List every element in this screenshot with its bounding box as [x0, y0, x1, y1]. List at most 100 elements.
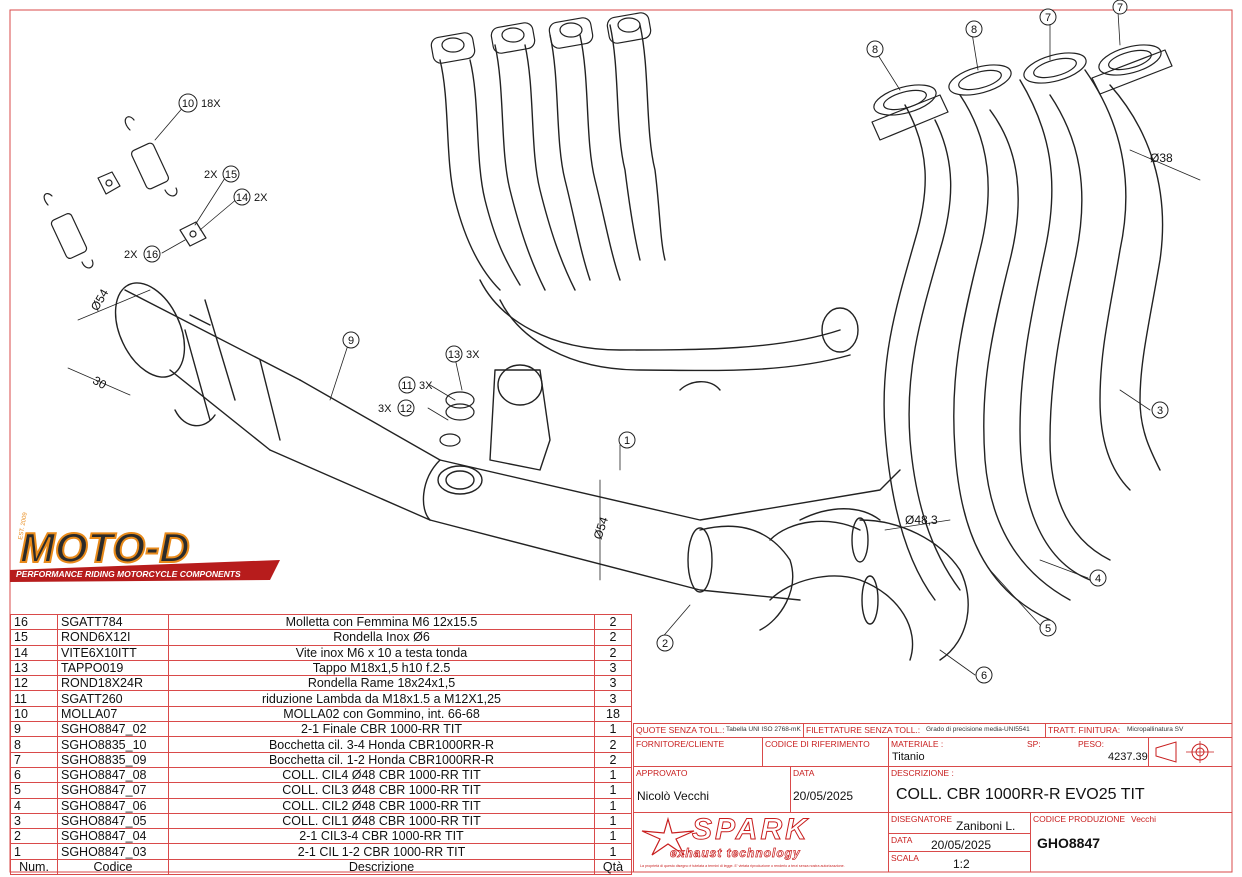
callout-1: 1 [624, 435, 630, 447]
bom-header-desc: Descrizione [168, 858, 595, 876]
bom-desc: MOLLA02 con Gommino, int. 66-68 [168, 705, 595, 723]
callout-13: 13 [448, 349, 460, 361]
date1-value: 20/05/2025 [793, 789, 854, 803]
bom-num: 7 [10, 751, 58, 768]
weight-label: PESO: [1078, 739, 1104, 749]
bom-num: 1 [10, 843, 58, 860]
callout-16: 16 [146, 249, 158, 261]
bom-num: 14 [10, 644, 58, 661]
bom-qty: 2 [594, 629, 632, 646]
bom-num: 3 [10, 812, 58, 830]
bom-code: SGATT260 [57, 690, 169, 707]
callout-12: 12 [400, 403, 412, 415]
bom-code: ROND18X24R [57, 675, 169, 692]
callout-circles [143, 0, 1169, 684]
spark-tagline: exhaust technology [670, 846, 801, 861]
scale-value: 1:2 [953, 857, 970, 871]
bom-desc: Molletta con Femmina M6 12x15.5 [168, 613, 595, 631]
weight-value: 4237.39 [1108, 751, 1148, 763]
approved-value: Nicolò Vecchi [637, 789, 710, 803]
dim-pipe-diameter: Ø54 [591, 515, 611, 541]
bom-code: VITE6X10ITT [57, 644, 169, 661]
bom-qty: 1 [594, 782, 632, 799]
bom-num: 10 [10, 705, 58, 723]
date2-label: DATA [891, 835, 913, 845]
callout-8a: 8 [872, 44, 878, 56]
bom-num: 5 [10, 782, 58, 799]
bom-desc: Bocchetta cil. 1-2 Honda CBR1000RR-R [168, 751, 595, 768]
upper-flanges [430, 12, 652, 64]
approved-label: APPROVATO [636, 768, 688, 778]
qty-12: 3X [378, 403, 392, 415]
callout-7b: 7 [1117, 2, 1123, 14]
bom-qty: 3 [594, 675, 632, 692]
bom-qty: 1 [594, 843, 632, 860]
bom-qty: 18 [594, 705, 632, 723]
bom-code: SGHO8847_06 [57, 797, 169, 814]
supplier-label: FORNITORE/CLIENTE [636, 739, 725, 749]
primary-pipes-right [883, 69, 1164, 621]
bom-qty: 2 [594, 736, 632, 753]
thread-label: FILETTATURE SENZA TOLL.: [806, 725, 921, 735]
callout-7a: 7 [1045, 12, 1051, 24]
springs [43, 116, 475, 447]
qty-13: 3X [466, 349, 480, 361]
moto-d-logo-text: MOTO-D [20, 524, 190, 571]
spark-disclaimer: La proprietà di questo disegno è tutelat… [640, 864, 845, 868]
bom-num: 9 [10, 721, 58, 738]
bom-num: 12 [10, 675, 58, 692]
spark-star-icon [641, 817, 695, 856]
quote-label: QUOTE SENZA TOLL.: [636, 725, 725, 735]
finish-value: Micropallinatura SV [1127, 726, 1184, 733]
dim-inlet-diameter: Ø54 [88, 286, 112, 313]
callout-3: 3 [1157, 405, 1163, 417]
bom-desc: COLL. CIL3 Ø48 CBR 1000-RR TIT [168, 782, 595, 799]
bom-num: 6 [10, 766, 58, 784]
bom-code: ROND6X12I [57, 629, 169, 646]
bom-num: 2 [10, 828, 58, 845]
final-section [114, 282, 301, 451]
callout-10: 10 [182, 98, 194, 110]
callout-5: 5 [1045, 623, 1051, 635]
bom-code: SGHO8835_10 [57, 736, 169, 753]
bom-code: SGHO8835_09 [57, 751, 169, 768]
moto-d-est: EST. 2009 [18, 511, 29, 540]
quote-value: Tabella UNI ISO 2768-mK [726, 726, 801, 733]
mid-pipe [269, 364, 901, 601]
bom-desc: Rondella Rame 18x24x1,5 [168, 675, 595, 692]
dim-length-30: 30 [90, 373, 109, 392]
callout-numbers: 1 2 3 4 5 6 7 7 8 8 9 10 11 13 12 15 14 … [146, 2, 1163, 682]
dim-collector-diameter: Ø48,3 [905, 513, 938, 527]
bom-header-qty: Qtà [594, 858, 632, 876]
bom-desc: Bocchetta cil. 3-4 Honda CBR1000RR-R [168, 736, 595, 753]
bom-qty: 1 [594, 828, 632, 845]
spark-logo-text: SPARK [692, 813, 810, 847]
bom-code: SGHO8847_03 [57, 843, 169, 860]
collector-junctions [687, 508, 969, 661]
bom-qty: 3 [594, 690, 632, 707]
bom-qty: 1 [594, 766, 632, 784]
description-value: COLL. CBR 1000RR-R EVO25 TIT [896, 786, 1145, 803]
qty-14: 2X [254, 192, 268, 204]
callout-6: 6 [981, 670, 987, 682]
description-label: DESCRIZIONE : [891, 768, 954, 778]
dimension-lines [67, 149, 1201, 581]
bom-num: 13 [10, 659, 58, 677]
bom-qty: 1 [594, 721, 632, 738]
bom-num: 4 [10, 797, 58, 814]
bom-desc: Vite inox M6 x 10 a testa tonda [168, 644, 595, 661]
bom-qty: 2 [594, 644, 632, 661]
